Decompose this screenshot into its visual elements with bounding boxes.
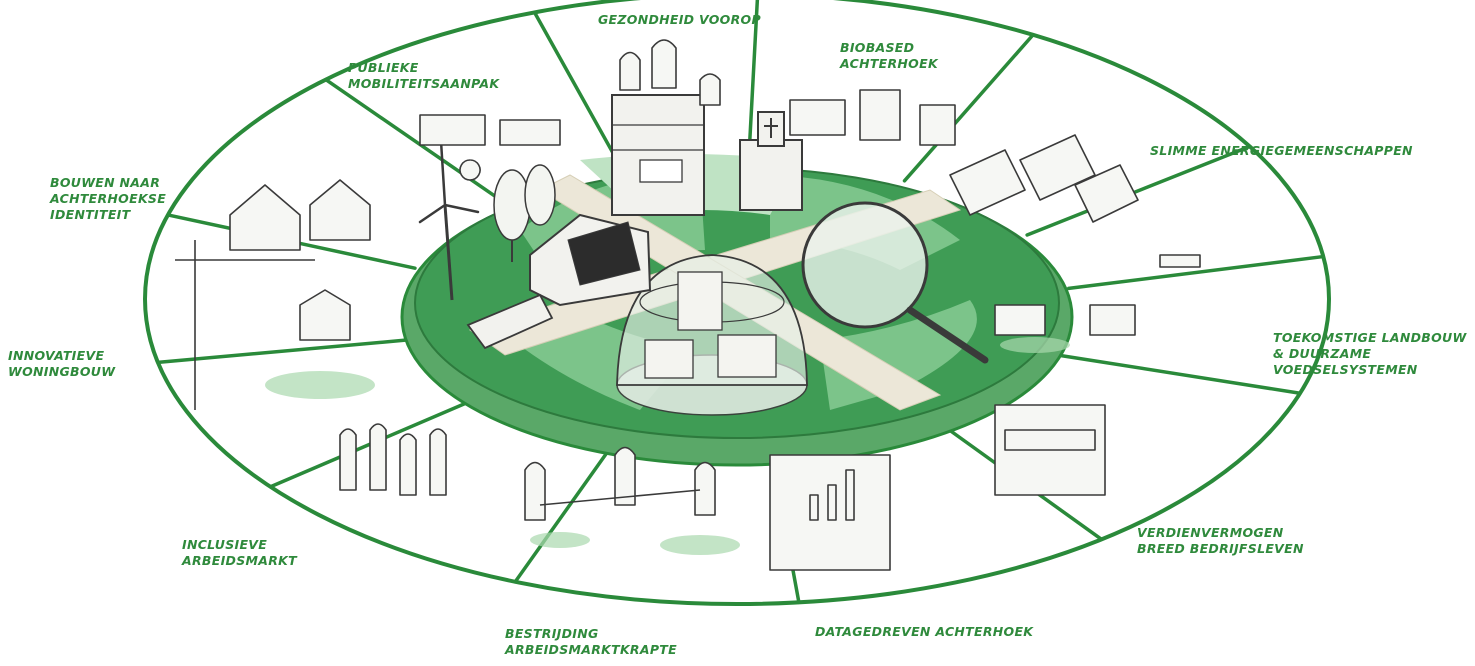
church-body [739,139,803,211]
dome-house-left [644,339,694,379]
label-line: BREED BEDRIJFSLEVEN [1137,541,1304,556]
label-line: ARBEIDSMARKT [182,553,297,568]
solar-panel [567,221,641,286]
tractor-hay-icon [789,89,956,146]
label-line: ACHTERHOEK [840,56,938,71]
diverse-people-icon [339,423,447,496]
magnifier-lens [801,201,929,329]
segment-divider [513,444,614,584]
ground-shadow [1000,337,1070,353]
label-line: INNOVATIEVE [8,348,105,363]
ground-shadow [265,371,375,399]
label-line: PUBLIEKE [348,60,419,75]
drone-tractor-icon [994,254,1201,336]
church [739,111,803,211]
tree-crown [493,169,531,241]
dome-house-right [717,334,777,378]
label-inclusieve-arbeidsmarkt: INCLUSIEVE ARBEIDSMARKT [182,537,297,569]
label-line: SLIMME ENERGIEGEMEENSCHAPPEN [1150,143,1413,158]
dome-tower [677,271,723,331]
shop-body [611,94,705,216]
label-line: VOEDSELSYSTEMEN [1273,362,1418,377]
segment-divider [1053,352,1302,396]
label-line: TOEKOMSTIGE LANDBOUW [1273,330,1467,345]
magnifier-people [801,201,989,364]
shop-stall-icon [994,404,1106,496]
ground-shadow [660,535,740,555]
solar-field-icon [949,134,1139,223]
presentation-chart-icon [769,454,891,571]
label-line: WONINGBOUW [8,364,116,379]
label-innovatieve-woningbouw: INNOVATIEVE WONINGBOUW [8,348,115,380]
segment-divider [746,0,760,163]
glass-dome [616,254,808,416]
label-line: VERDIENVERMOGEN [1137,525,1284,540]
label-line: IDENTITEIT [50,207,131,222]
label-line: BIOBASED [840,40,915,55]
label-line: BOUWEN NAAR [50,175,161,190]
label-slimme-energiegemeenschappen: SLIMME ENERGIEGEMEENSCHAPPEN [1150,143,1413,159]
label-gezondheid-vooro: GEZONDHEID VOOROP [598,12,761,28]
bench [466,293,554,350]
label-line: & DUURZAME [1273,346,1372,361]
crane-house-icon [175,240,351,410]
label-verdienvermogen: VERDIENVERMOGEN BREED BEDRIJFSLEVEN [1137,525,1304,557]
shop-sign [639,159,683,183]
segment-divider [532,10,625,172]
church-cross [764,118,778,138]
label-bouwen-naar-identiteit: BOUWEN NAAR ACHTERHOEKSE IDENTITEIT [50,175,166,223]
magnifier-handle [906,306,989,364]
label-line: ARBEIDSMARKTKRAPTE [505,642,677,657]
trees [493,164,556,262]
house-with-solar-panels [529,213,652,307]
label-toekomstige-landbouw: TOEKOMSTIGE LANDBOUW & DUURZAME VOEDSELS… [1273,330,1467,378]
tug-of-war-icon [524,446,716,521]
label-biobased-achterhoek: BIOBASED ACHTERHOEK [840,40,938,72]
label-publieke-mobiliteit: PUBLIEKE MOBILITEITSAANPAK [348,60,499,92]
segment-divider [1025,144,1252,237]
wind-turbine [418,123,480,301]
segment-divider [324,77,507,205]
segment-divider [156,338,412,365]
label-bestrijding-arbeidsmarktkrapte: BESTRIJDING ARBEIDSMARKTKRAPTE [505,626,677,658]
vehicles-icon [419,114,561,181]
family-group-icon [619,39,721,106]
segment-divider [1066,254,1325,291]
segment-divider [902,33,1035,183]
ground-shadow [530,532,590,548]
label-line: ACHTERHOEKSE [50,191,167,206]
label-datagedreven-achterhoek: DATAGEDREVEN ACHTERHOEK [815,624,1033,640]
tree-crown [524,164,556,226]
label-line: MOBILITEITSAANPAK [348,76,500,91]
village-houses-icon [229,179,371,251]
label-line: GEZONDHEID VOOROP [598,12,761,27]
turbine-mast [443,204,454,301]
label-line: DATAGEDREVEN ACHTERHOEK [815,624,1034,639]
label-line: BESTRIJDING [505,626,599,641]
shop-building [611,94,705,216]
label-line: INCLUSIEVE [182,537,268,552]
